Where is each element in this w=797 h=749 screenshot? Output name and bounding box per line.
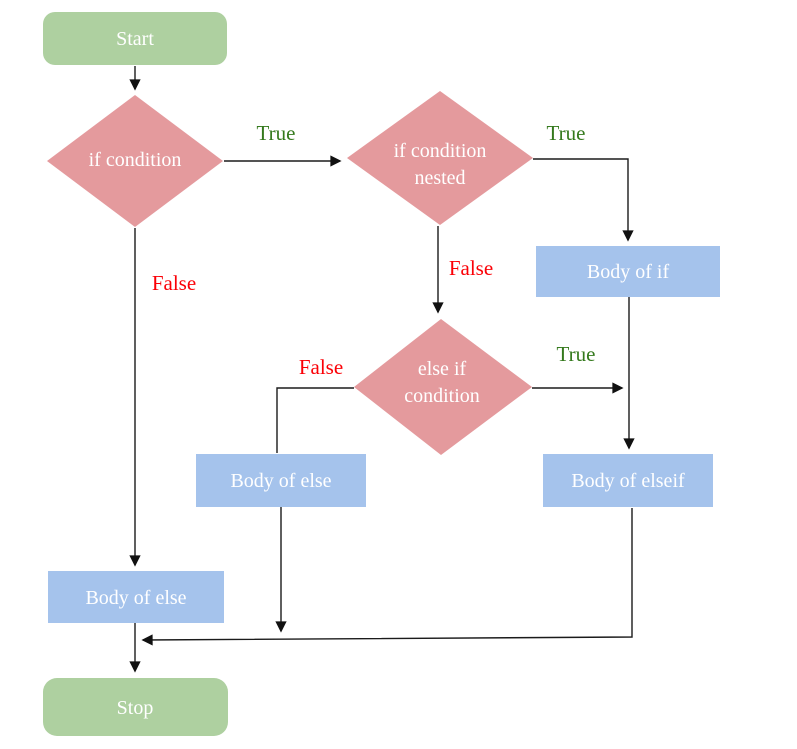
- start-shape: [43, 12, 227, 65]
- node-start: Start: [43, 12, 227, 65]
- body-of-elseif-shape: [543, 454, 713, 507]
- stop-shape: [43, 678, 228, 736]
- if-condition-shape: [47, 95, 223, 227]
- edge-label-elseif-false: False: [299, 355, 343, 379]
- node-if-condition-nested: if condition nested: [347, 91, 533, 225]
- stop-label: Stop: [117, 697, 154, 719]
- node-else-if-condition: else if condition: [354, 319, 532, 455]
- body-of-else-left-label: Body of else: [85, 587, 186, 609]
- node-body-of-if: Body of if: [536, 246, 720, 297]
- body-of-else-left-shape: [48, 571, 224, 623]
- body-of-if-shape: [536, 246, 720, 297]
- if-condition-nested-label-line2: nested: [414, 167, 465, 189]
- edge-label-if-false: False: [152, 271, 196, 295]
- node-stop: Stop: [43, 678, 228, 736]
- node-body-of-else-mid: Body of else: [196, 454, 366, 507]
- body-of-else-mid-shape: [196, 454, 366, 507]
- else-if-condition-label-line1: else if: [418, 358, 467, 380]
- if-condition-label: if condition: [89, 149, 182, 171]
- edge-label-nested-true: True: [547, 121, 586, 145]
- edge-elseif-false-to-body-of-else-mid: [276, 387, 354, 453]
- edge-label-if-true: True: [257, 121, 296, 145]
- node-body-of-elseif: Body of elseif: [543, 454, 713, 507]
- body-of-else-mid-label: Body of else: [230, 470, 331, 492]
- node-if-condition: if condition: [47, 95, 223, 227]
- body-of-if-label: Body of if: [587, 261, 670, 283]
- edge-nested-true-to-body-of-if: [533, 158, 634, 242]
- if-condition-nested-label-line1: if condition: [394, 140, 487, 162]
- start-label: Start: [116, 28, 154, 50]
- else-if-condition-shape: [354, 319, 532, 455]
- else-if-condition-label-line2: condition: [404, 385, 480, 407]
- body-of-elseif-label: Body of elseif: [571, 470, 685, 492]
- edge-label-nested-false: False: [449, 256, 493, 280]
- node-body-of-else-left: Body of else: [48, 571, 224, 623]
- if-condition-nested-shape: [347, 91, 533, 225]
- edge-label-elseif-true: True: [557, 342, 596, 366]
- edge-body-of-elseif-to-merge: [141, 508, 633, 646]
